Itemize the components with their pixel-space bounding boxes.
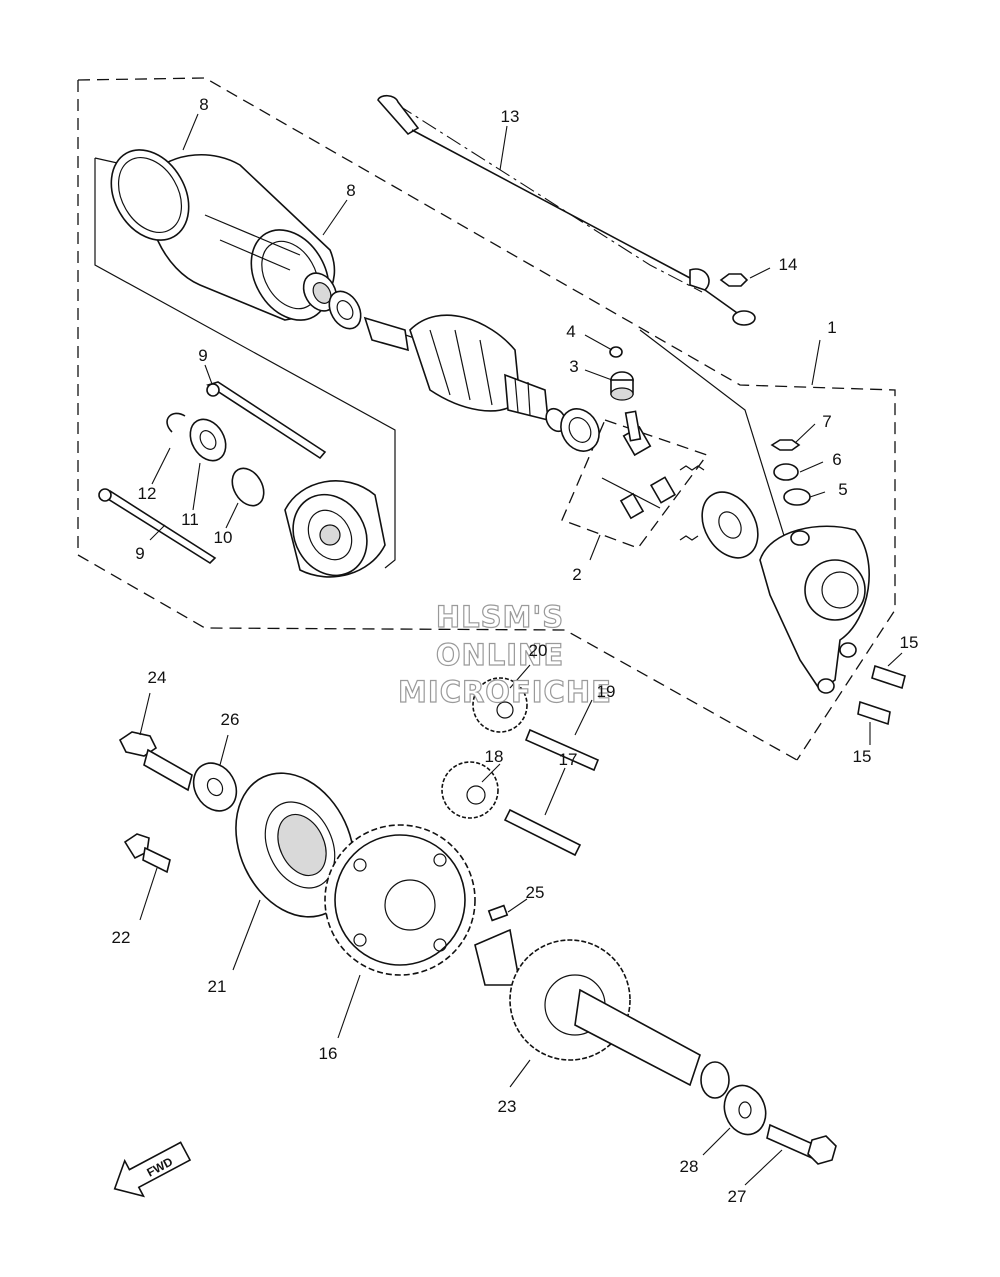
- callout-18: 18: [485, 747, 504, 766]
- cable-nut: [719, 273, 749, 287]
- brush-holder: [601, 425, 759, 559]
- callout-9a: 9: [198, 346, 207, 365]
- callout-5: 5: [838, 480, 847, 499]
- starter-cable: [377, 94, 756, 326]
- bolt-22: [123, 833, 171, 874]
- callout-2: 2: [572, 565, 581, 584]
- terminal-cap: [610, 371, 634, 401]
- assembly-outline: [77, 77, 896, 761]
- armature: [363, 314, 567, 433]
- o-ring: [231, 467, 265, 507]
- callout-11: 11: [181, 510, 199, 529]
- washers-nut: [770, 439, 811, 506]
- fwd-arrow: FWD: [113, 1141, 192, 1198]
- bearing-seal: [328, 290, 362, 330]
- watermark-line1: HLSM'S: [436, 600, 564, 634]
- washer-26: [192, 762, 238, 812]
- callout-16: 16: [319, 1044, 338, 1063]
- callout-15a: 15: [900, 633, 919, 652]
- front-cover: [759, 525, 870, 694]
- callout-28: 28: [680, 1157, 699, 1176]
- callout-8b: 8: [346, 181, 355, 200]
- through-bolts: [98, 381, 327, 565]
- terminal-bolt: [624, 410, 642, 442]
- callout-15b: 15: [853, 747, 872, 766]
- circlip: [166, 412, 186, 433]
- callout-9b: 9: [135, 544, 144, 563]
- callout-17: 17: [559, 750, 578, 769]
- callout-27: 27: [728, 1187, 747, 1206]
- callout-24: 24: [148, 668, 167, 687]
- callout-4: 4: [566, 322, 575, 341]
- key-25: [487, 904, 509, 922]
- callout-6: 6: [832, 450, 841, 469]
- washer-28: [723, 1084, 767, 1136]
- bolt-24: [118, 731, 193, 792]
- callout-19: 19: [597, 682, 616, 701]
- callout-7: 7: [822, 412, 831, 431]
- watermark: HLSM'S ONLINE MICROFICHE: [397, 599, 612, 709]
- shaft-17: [503, 808, 582, 857]
- bolt-27: [766, 1123, 837, 1165]
- callout-21: 21: [208, 977, 227, 996]
- callout-labels: 1 2 3 4 5 6 7 8 8 9 9 10 11 12 13 14 15 …: [112, 95, 919, 1206]
- watermark-line3: MICROFICHE: [398, 675, 612, 709]
- callout-23: 23: [498, 1097, 517, 1116]
- callout-22: 22: [112, 928, 131, 947]
- pinion-gear: [189, 418, 227, 462]
- callout-3: 3: [569, 357, 578, 376]
- callout-1: 1: [827, 318, 836, 337]
- mount-screws: [857, 664, 906, 726]
- callout-26: 26: [221, 710, 240, 729]
- callout-12: 12: [138, 484, 157, 503]
- armature-bearing: [560, 408, 600, 452]
- callout-8a: 8: [199, 95, 208, 114]
- callout-14: 14: [779, 255, 798, 274]
- drive-gear-23: [474, 928, 730, 1099]
- idler-gear-16: [324, 824, 476, 976]
- gear-20: [472, 677, 528, 733]
- starter-yoke: [110, 149, 338, 321]
- bearing-housing-21: [235, 772, 355, 918]
- rear-cover: [284, 480, 386, 578]
- shaft-19: [524, 728, 600, 772]
- callout-13: 13: [501, 107, 520, 126]
- callout-10: 10: [214, 528, 233, 547]
- small-o-ring: [609, 346, 623, 358]
- gear-18: [441, 761, 499, 819]
- callout-20: 20: [529, 641, 548, 660]
- watermark-line2: ONLINE: [436, 638, 564, 672]
- leader-lines: [139, 113, 903, 1186]
- callout-25: 25: [526, 883, 545, 902]
